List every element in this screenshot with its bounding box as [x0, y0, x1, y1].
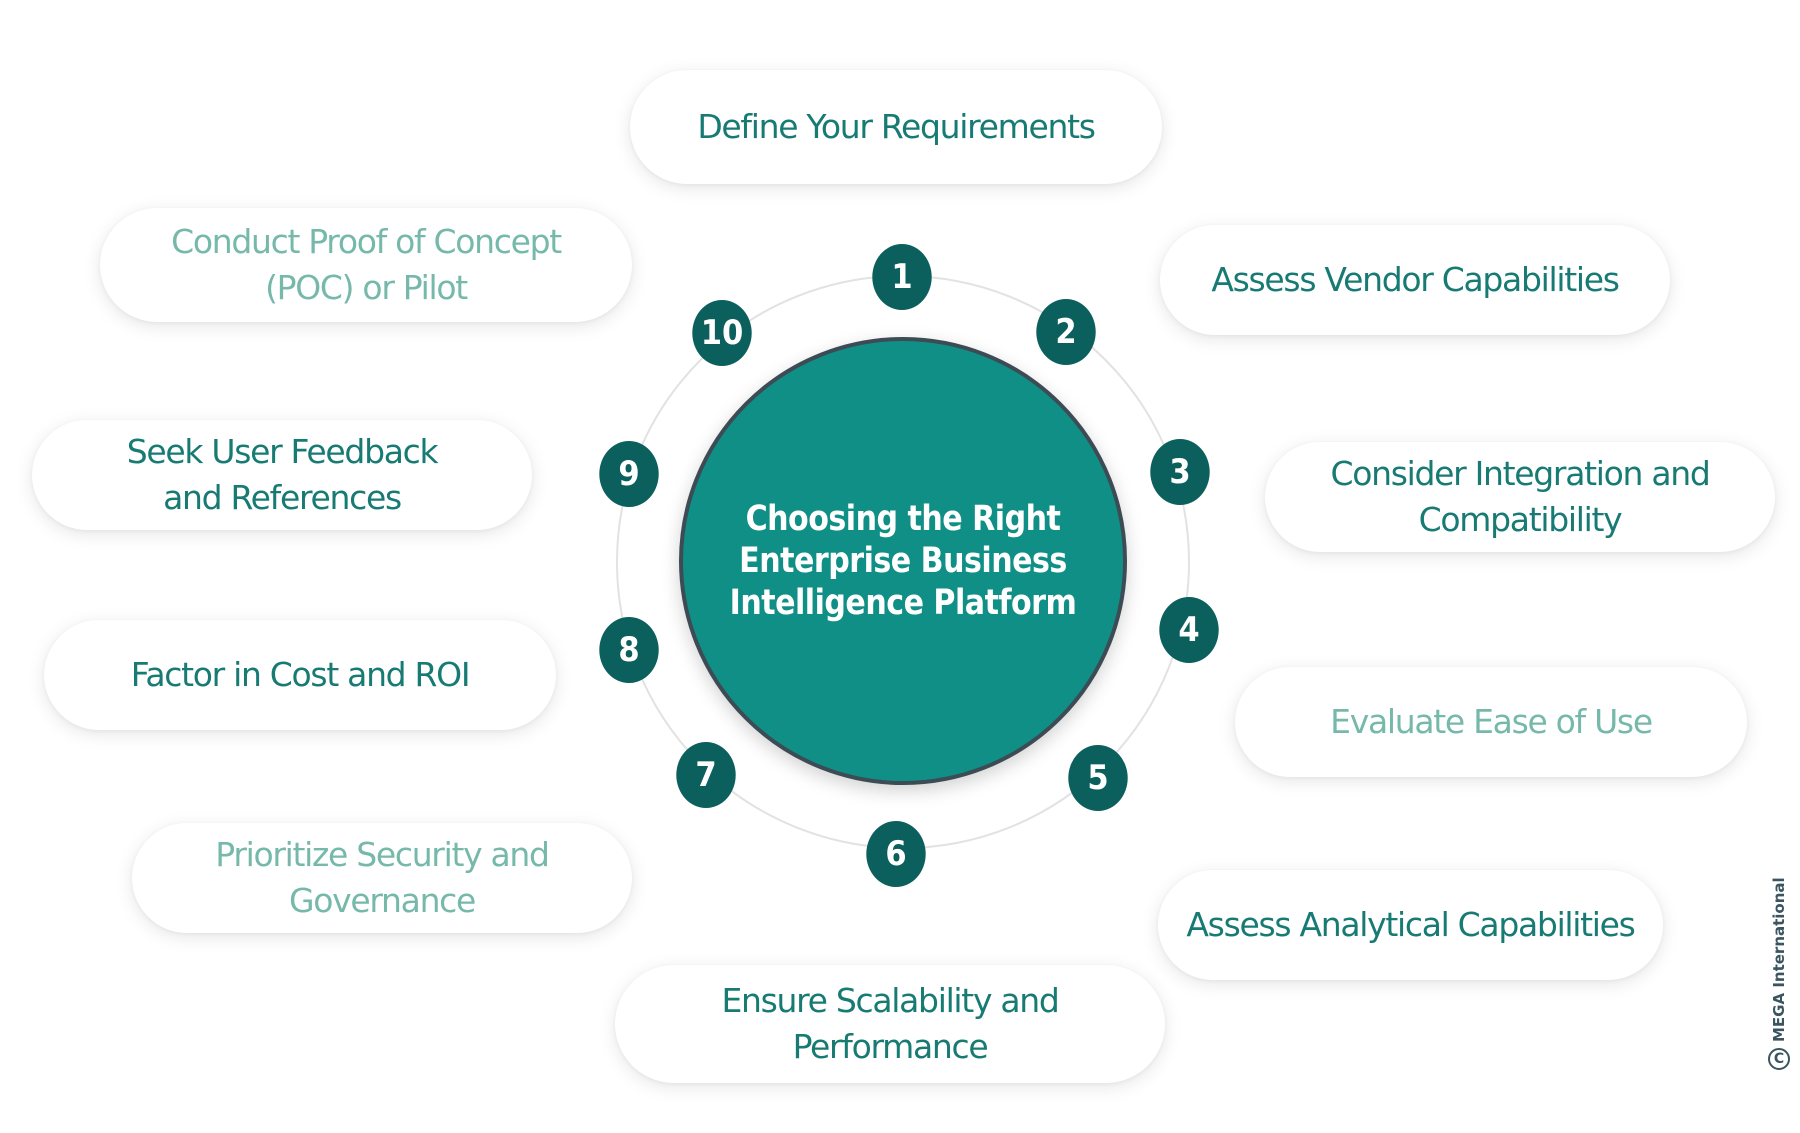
step-2-badge: 2 [1036, 299, 1096, 365]
step-9-label: Seek User Feedback and References [126, 432, 439, 517]
step-4-label: Evaluate Ease of Use [1330, 702, 1653, 742]
step-6-badge: 6 [866, 821, 926, 887]
step-8-card: Factor in Cost and ROI [44, 620, 556, 730]
step-2-label: Assess Vendor Capabilities [1211, 260, 1620, 300]
step-7-card: Prioritize Security and Governance [132, 823, 632, 933]
step-9-badge: 9 [599, 441, 659, 507]
copyright-notice: C MEGA International [1768, 877, 1790, 1070]
center-title-line-3: Intelligence Platform [729, 583, 1077, 623]
step-6-label: Ensure Scalability and Performance [721, 981, 1059, 1066]
step-1-badge: 1 [872, 244, 932, 310]
step-8-label: Factor in Cost and ROI [130, 655, 471, 695]
step-3-label: Consider Integration and Compatibility [1330, 454, 1710, 539]
step-10-card: Conduct Proof of Concept (POC) or Pilot [100, 208, 632, 322]
step-6-card: Ensure Scalability and Performance [615, 965, 1165, 1083]
step-5-badge: 5 [1068, 745, 1128, 811]
step-1-label: Define Your Requirements [697, 107, 1096, 147]
step-3-card: Consider Integration and Compatibility [1265, 442, 1775, 552]
step-10-badge: 10 [692, 300, 752, 366]
center-title-line-1: Choosing the Right [745, 499, 1061, 539]
center-title-line-2: Enterprise Business [739, 541, 1067, 581]
center-hub: Choosing the Right Enterprise Business I… [679, 337, 1127, 785]
step-3-badge: 3 [1150, 439, 1210, 505]
step-2-card: Assess Vendor Capabilities [1160, 225, 1670, 335]
copyright-icon: C [1768, 1048, 1790, 1070]
step-8-badge: 8 [599, 617, 659, 683]
step-5-label: Assess Analytical Capabilities [1186, 905, 1635, 945]
copyright-text: MEGA International [1770, 877, 1788, 1042]
step-4-badge: 4 [1159, 597, 1219, 663]
step-7-badge: 7 [676, 742, 736, 808]
step-4-card: Evaluate Ease of Use [1235, 667, 1747, 777]
step-7-label: Prioritize Security and Governance [215, 835, 550, 920]
step-9-card: Seek User Feedback and References [32, 420, 532, 530]
step-1-card: Define Your Requirements [630, 70, 1162, 184]
step-5-card: Assess Analytical Capabilities [1158, 870, 1663, 980]
step-10-label: Conduct Proof of Concept (POC) or Pilot [171, 222, 562, 307]
center-title: Choosing the Right Enterprise Business I… [722, 498, 1083, 624]
